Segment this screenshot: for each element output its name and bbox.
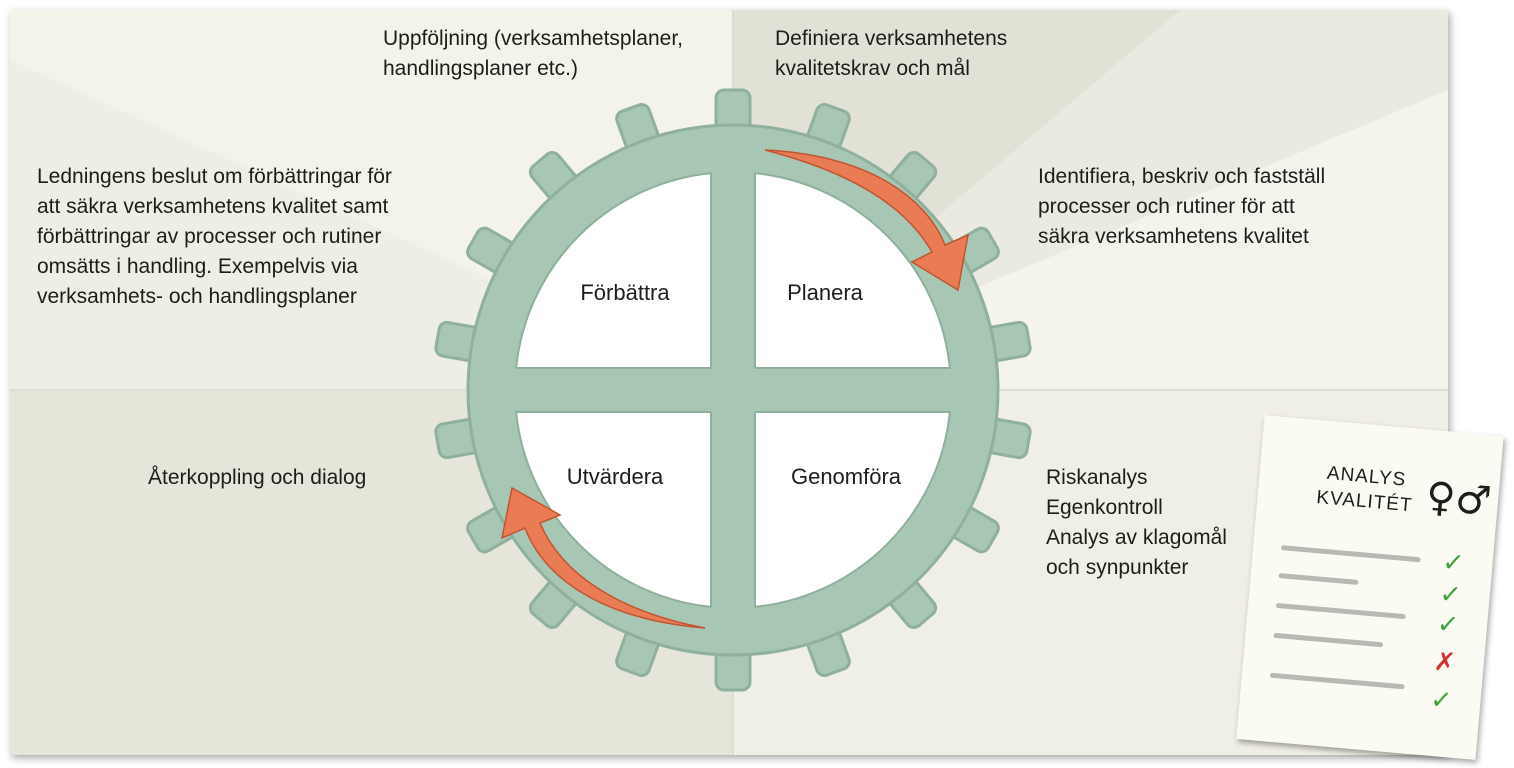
cross-mark-icon: ✗ bbox=[1432, 646, 1457, 679]
check-mark-icon: ✓ bbox=[1441, 547, 1466, 580]
scribble-line bbox=[1275, 602, 1406, 620]
gear bbox=[434, 88, 1032, 692]
gear-window bbox=[515, 411, 712, 608]
scribble-line bbox=[1273, 632, 1384, 648]
note-riskanalys: Riskanalys Egenkontroll Analys av klagom… bbox=[1046, 466, 1227, 579]
arrow-utvardera bbox=[500, 486, 706, 629]
gear-window bbox=[754, 172, 951, 369]
quadrant-label-genomfora: Genomföra bbox=[790, 464, 902, 489]
note-aterkoppling: Återkoppling och dialog bbox=[148, 466, 367, 489]
check-mark-icon: ✓ bbox=[1429, 684, 1454, 717]
scribble-line bbox=[1280, 545, 1421, 563]
note-ledningens-beslut: Ledningens beslut om förbättringar för a… bbox=[37, 165, 392, 308]
note-identifiera: Identifiera, beskriv och fastställ proce… bbox=[1038, 165, 1326, 248]
scribble-line bbox=[1269, 672, 1405, 690]
checklist-document: ANALYS KVALITÉT ♀♂ ✓ ✓ ✓ ✗ ✓ bbox=[1236, 415, 1504, 760]
quadrant-label-forbattra: Förbättra bbox=[580, 280, 670, 305]
gear-window bbox=[754, 411, 951, 608]
quadrant-label-utvardera: Utvärdera bbox=[566, 464, 664, 489]
check-mark-icon: ✓ bbox=[1438, 579, 1463, 611]
check-mark-icon: ✓ bbox=[1435, 609, 1461, 641]
arrow-planera bbox=[764, 149, 969, 292]
note-definiera: Definiera verksamhetens kvalitetskrav oc… bbox=[775, 27, 1008, 80]
scribble-line bbox=[1278, 573, 1359, 585]
gender-symbols-icon: ♀♂ bbox=[1424, 473, 1494, 526]
note-uppfoljning: Uppföljning (verksamhetsplaner, handling… bbox=[383, 27, 683, 80]
gear-window bbox=[515, 172, 712, 369]
quadrant-label-planera: Planera bbox=[787, 280, 863, 305]
document-title: ANALYS KVALITÉT bbox=[1315, 462, 1414, 517]
